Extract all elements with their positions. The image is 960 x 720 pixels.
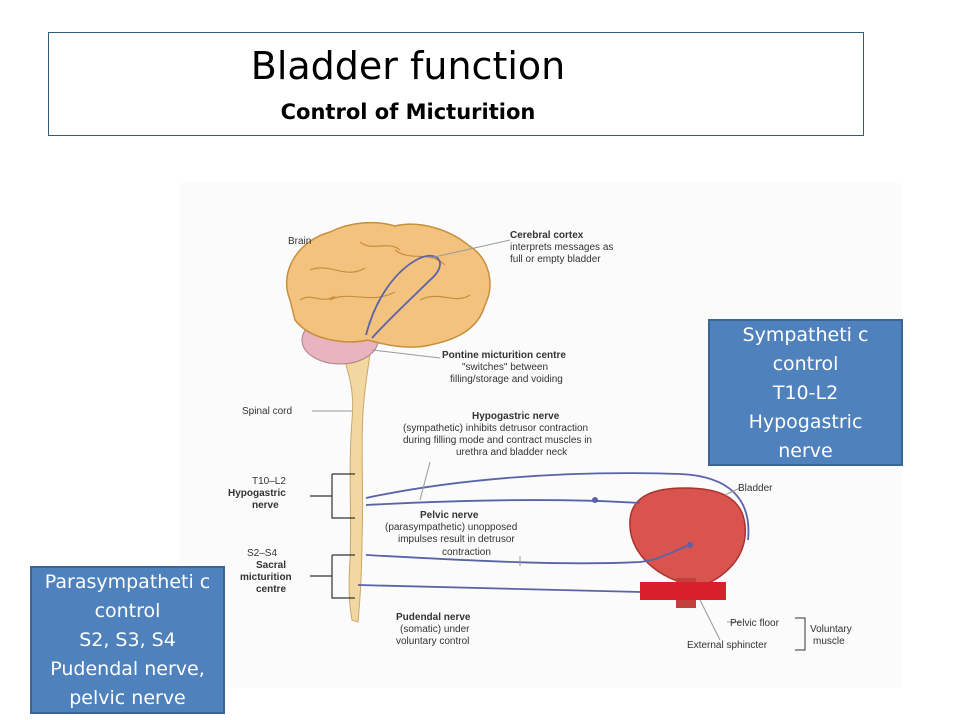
sympathetic-line5: nerve xyxy=(778,440,833,462)
pelvic-line1: (parasympathetic) unopposed xyxy=(385,522,517,533)
pelvic-nerve-upper-line xyxy=(365,499,641,506)
parasympathetic-callout: Parasympatheti c control S2, S3, S4 Pude… xyxy=(30,566,225,714)
pelvic-title: Pelvic nerve xyxy=(420,510,479,521)
hypogastric-pointer xyxy=(419,461,431,501)
micturition-diagram: Brain Cerebral cortex interprets message… xyxy=(180,183,902,688)
voluntary-bracket xyxy=(795,617,806,651)
external-sphincter-label: External sphincter xyxy=(687,640,768,651)
pelvic-nerve-line xyxy=(365,544,691,565)
bladder-shape xyxy=(629,487,746,591)
pelvic-line3: contraction xyxy=(442,547,491,558)
cortex-title: Cerebral cortex xyxy=(510,230,584,241)
sphincter-pointer xyxy=(699,599,721,641)
pudendal-title: Pudendal nerve xyxy=(396,612,471,623)
pudendal-line2: voluntary control xyxy=(396,636,469,647)
voluntary-muscle-line2: muscle xyxy=(813,636,845,647)
pelvic-line2: impulses result in detrusor xyxy=(398,534,515,545)
hypogastric-line3: urethra and bladder neck xyxy=(456,447,568,458)
slide-subtitle: Control of Micturition xyxy=(280,100,536,124)
parasympathetic-line5: pelvic nerve xyxy=(69,687,186,709)
pelvic-floor-label: Pelvic floor xyxy=(730,618,780,629)
pudendal-nerve-line xyxy=(357,584,641,593)
pontine-line1: "switches" between xyxy=(462,362,548,373)
pudendal-line1: (somatic) under xyxy=(400,624,470,635)
t-level-line3: nerve xyxy=(252,500,279,511)
parasympathetic-line1: Parasympatheti c xyxy=(44,571,211,593)
spinal-cord-label: Spinal cord xyxy=(242,406,292,417)
s-level-bracket xyxy=(310,554,355,599)
title-box xyxy=(48,32,864,136)
hypogastric-line2: during filling mode and contract muscles… xyxy=(403,435,592,446)
cortex-nerve-loop xyxy=(365,255,441,339)
parasympathetic-line2: control xyxy=(94,600,161,622)
pontine-line2: filling/storage and voiding xyxy=(450,374,563,385)
voluntary-muscle-line1: Voluntary xyxy=(810,624,852,635)
sphincter-shape xyxy=(640,582,726,600)
sympathetic-line1: Sympatheti c xyxy=(742,324,869,346)
t-level-line2: Hypogastric xyxy=(228,488,286,499)
spinal-cord-shape xyxy=(337,334,373,623)
pontine-title: Pontine micturition centre xyxy=(442,350,566,361)
hypogastric-nerve-line xyxy=(365,472,750,541)
parasympathetic-line3: S2, S3, S4 xyxy=(79,629,176,651)
bladder-pointer xyxy=(724,487,741,496)
parasympathetic-line4: Pudendal nerve, xyxy=(50,658,205,680)
nerve-node xyxy=(687,542,693,548)
pontine-pointer xyxy=(371,349,441,359)
brain-label: Brain xyxy=(288,236,311,247)
cortex-line1: interprets messages as xyxy=(510,242,613,253)
s-level-line1: S2–S4 xyxy=(247,548,277,559)
t-level-bracket xyxy=(310,473,355,519)
nerve-node xyxy=(592,497,598,503)
t-level-line1: T10–L2 xyxy=(252,476,286,487)
hypogastric-line1: (sympathetic) inhibits detrusor contract… xyxy=(403,423,588,434)
s-level-line3: micturition xyxy=(240,572,292,583)
s-level-line2: Sacral xyxy=(256,560,286,571)
bladder-label: Bladder xyxy=(738,483,773,494)
slide-title: Bladder function xyxy=(250,44,566,88)
cortex-line2: full or empty bladder xyxy=(510,254,601,265)
sympathetic-line2: control xyxy=(772,353,839,375)
hypogastric-title: Hypogastric nerve xyxy=(472,411,560,422)
cortex-pointer xyxy=(429,239,511,259)
sympathetic-line4: Hypogastric xyxy=(748,411,863,433)
brain-folds xyxy=(299,241,471,301)
sympathetic-callout: Sympatheti c control T10-L2 Hypogastric … xyxy=(708,319,903,466)
s-level-line4: centre xyxy=(256,584,286,595)
sympathetic-line3: T10-L2 xyxy=(772,382,839,404)
